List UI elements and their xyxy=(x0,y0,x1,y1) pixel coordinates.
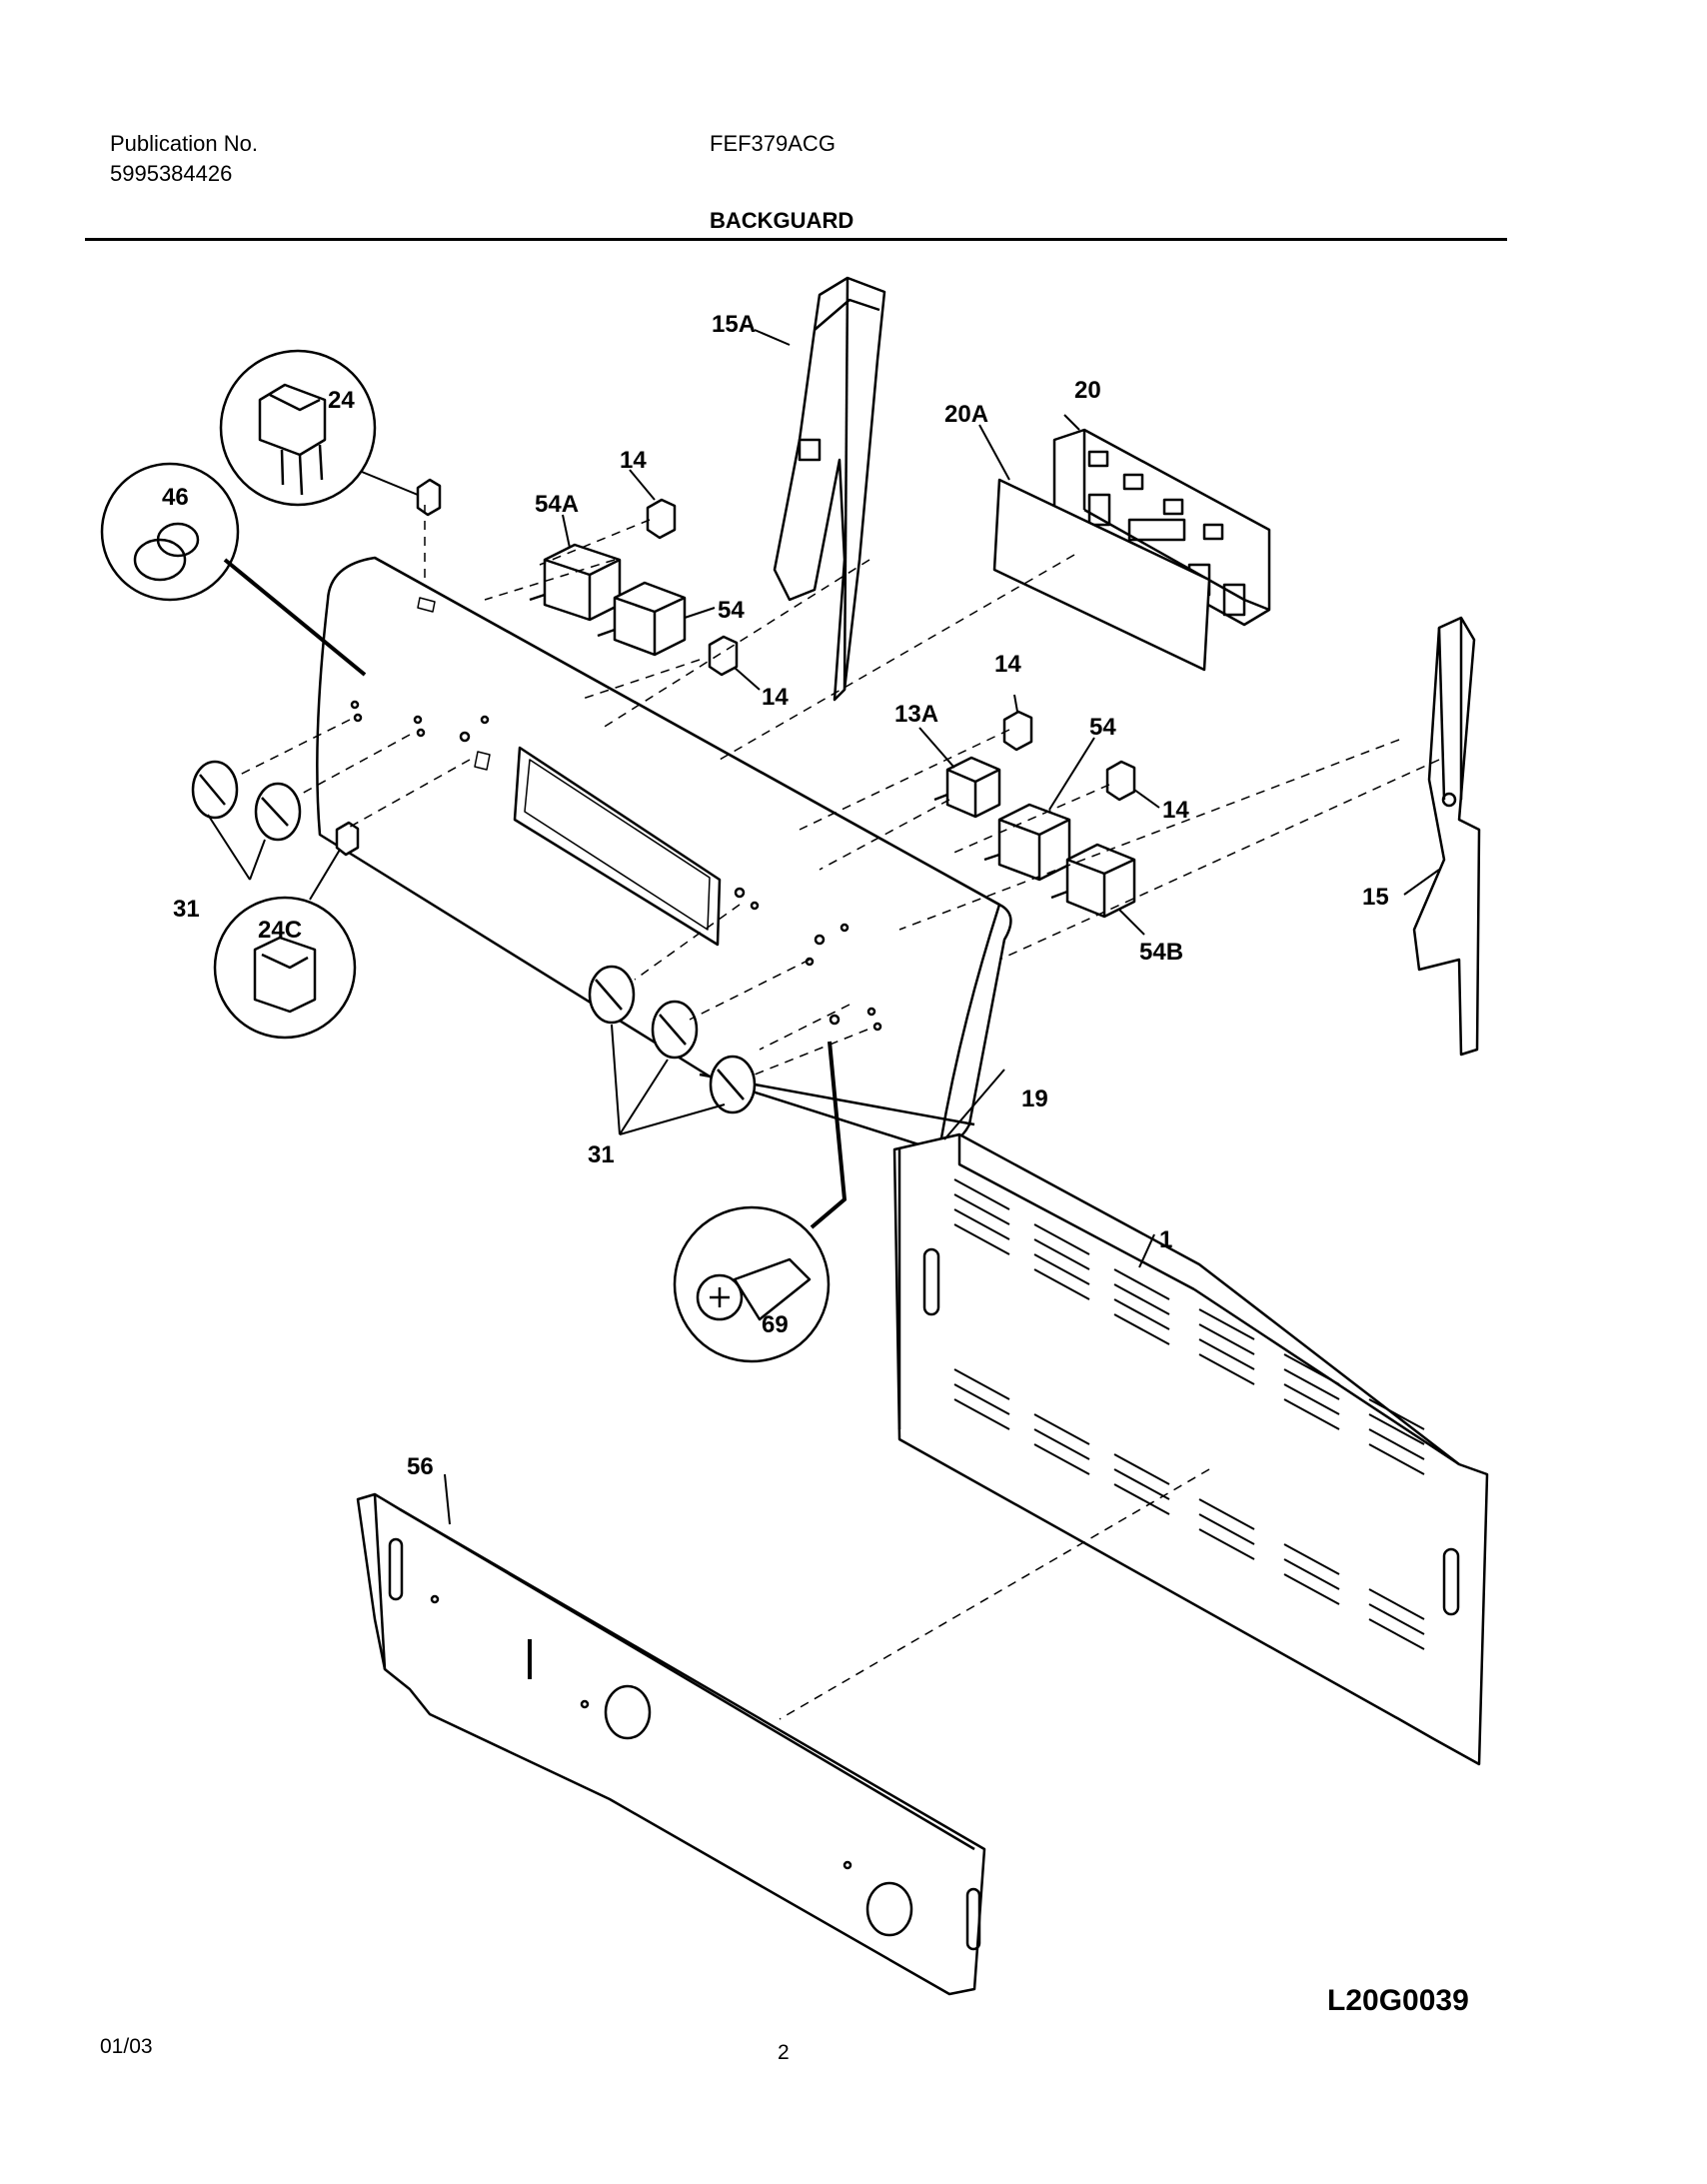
callout-20a: 20A xyxy=(944,401,988,428)
leader-lines xyxy=(207,329,1440,1525)
rocker-switch-24c-small xyxy=(335,821,360,857)
header-rule xyxy=(85,238,1507,241)
knob-31-left-1 xyxy=(191,760,239,820)
callout-20: 20 xyxy=(1074,377,1101,404)
display-window xyxy=(0,0,1,1)
callout-31-left: 31 xyxy=(173,896,200,923)
infinite-switch-54a xyxy=(529,543,622,622)
indicator-light-14-a xyxy=(646,498,677,540)
rocker-switch-24-small xyxy=(416,478,442,517)
callout-19: 19 xyxy=(1021,1086,1048,1112)
detail-circle-46 xyxy=(100,462,240,602)
callout-54a: 54A xyxy=(535,491,579,518)
callout-46: 46 xyxy=(162,484,189,511)
side-bracket-15a xyxy=(773,276,886,702)
callout-14-mid: 14 xyxy=(762,684,789,711)
detail-circle-69 xyxy=(673,1205,831,1363)
infinite-switch-54-upper xyxy=(597,581,687,657)
indicator-light-14-c xyxy=(1002,710,1033,752)
page-number: 2 xyxy=(778,2041,790,2064)
infinite-switch-54-lower xyxy=(983,803,1071,882)
alignment-lines xyxy=(239,505,1440,1720)
callout-69: 69 xyxy=(762,1311,789,1338)
callout-54-lower: 54 xyxy=(1089,714,1116,741)
knob-31-left-2 xyxy=(254,782,302,842)
callout-15a: 15A xyxy=(712,311,756,338)
insulator-20a xyxy=(992,478,1211,672)
knob-31-bottom-1 xyxy=(588,965,636,1025)
side-bracket-15 xyxy=(1412,616,1481,1057)
switch-13a xyxy=(933,756,1001,819)
callout-15: 15 xyxy=(1362,884,1389,911)
model-number: FEF379ACG xyxy=(710,131,836,156)
detail-circle-24 xyxy=(219,349,377,507)
rear-panel xyxy=(892,1132,1489,1766)
detail-circle-24c xyxy=(213,896,357,1040)
section-title: BACKGUARD xyxy=(710,208,854,233)
callout-13a: 13A xyxy=(894,701,938,728)
callout-24: 24 xyxy=(328,387,355,414)
knob-31-bottom-2 xyxy=(651,1000,699,1060)
callout-56: 56 xyxy=(407,1453,434,1480)
indicator-light-14-d xyxy=(1105,760,1136,802)
callout-14-far-right: 14 xyxy=(1162,797,1189,824)
publication-number: 5995384426 xyxy=(110,161,233,186)
callout-14-right: 14 xyxy=(994,651,1021,678)
callout-1: 1 xyxy=(1159,1226,1172,1253)
callout-54b: 54B xyxy=(1139,939,1183,966)
callout-14-top: 14 xyxy=(620,447,647,474)
callout-54-upper: 54 xyxy=(718,597,745,624)
callout-31-bottom: 31 xyxy=(588,1141,615,1168)
footer-date: 01/03 xyxy=(100,2035,153,2058)
diagram-code: L20G0039 xyxy=(1327,1984,1469,2017)
knob-31-bottom-3 xyxy=(709,1055,757,1114)
infinite-switch-54b xyxy=(1050,843,1136,919)
callout-24c: 24C xyxy=(258,917,302,944)
lower-rear-panel xyxy=(356,1492,986,1996)
indicator-light-14-b xyxy=(708,635,739,677)
callout-labels: 15A 20 20A 24 46 14 54A 54 14 14 13A 54 … xyxy=(162,311,1389,1480)
publication-label: Publication No. xyxy=(110,131,258,156)
